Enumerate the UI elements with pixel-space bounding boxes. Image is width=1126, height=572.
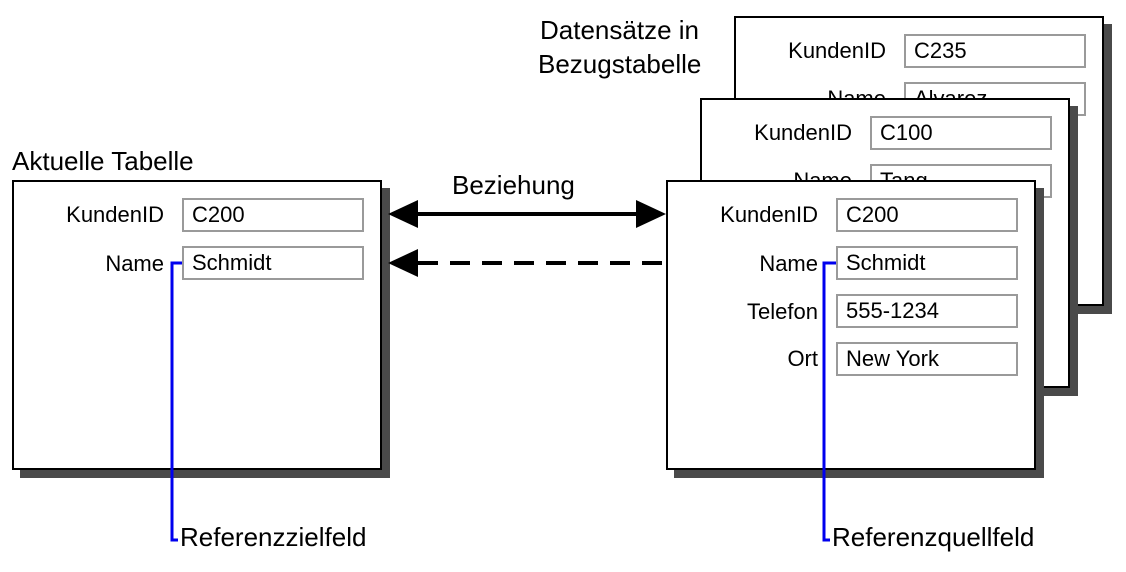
field-value-name: Schmidt (182, 246, 364, 280)
relationship-arrow (388, 200, 666, 228)
reference-source-label: Referenzquellfeld (832, 522, 1035, 552)
relationship-label: Beziehung (452, 170, 575, 200)
related-records-title-line1: Datensätze in (540, 15, 699, 45)
field-label-kundenid: KundenID (754, 120, 852, 145)
field-label-kundenid: KundenID (788, 38, 886, 63)
field-value-ort: New York (836, 342, 1018, 376)
field-value-kundenid: C200 (836, 198, 1018, 232)
field-label-name: Name (105, 251, 164, 276)
field-label-telefon: Telefon (747, 299, 818, 324)
related-records-title-line2: Bezugstabelle (538, 49, 702, 79)
field-value-kundenid: C200 (182, 198, 364, 232)
field-value-kundenid: C100 (870, 116, 1052, 150)
field-value-kundenid: C235 (904, 34, 1086, 68)
lookup-dashed-arrow (388, 249, 666, 277)
current-table-title: Aktuelle Tabelle (12, 146, 194, 176)
field-label-kundenid: KundenID (720, 202, 818, 227)
current-table-card: KundenID C200 Name Schmidt (12, 180, 382, 470)
reference-target-label: Referenzzielfeld (180, 522, 367, 552)
source-callout-line (822, 261, 836, 542)
related-record-front: KundenID C200 Name Schmidt Telefon 555-1… (666, 180, 1036, 470)
field-label-name: Name (759, 251, 818, 276)
field-label-kundenid: KundenID (66, 202, 164, 227)
field-value-telefon: 555-1234 (836, 294, 1018, 328)
field-label-ort: Ort (787, 346, 818, 371)
target-callout-line (170, 261, 182, 542)
field-value-name: Schmidt (836, 246, 1018, 280)
